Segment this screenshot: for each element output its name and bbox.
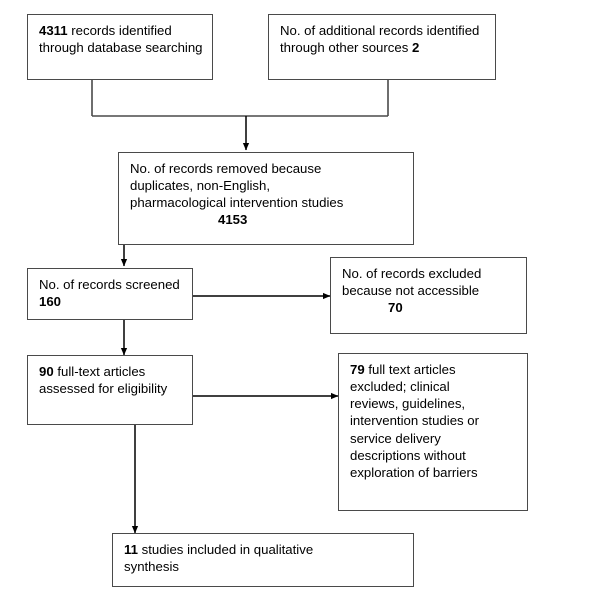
studies-included-count: 11 — [124, 542, 138, 557]
node-records-screened: No. of records screened 160 — [27, 268, 193, 320]
records-excluded-line2: because not accessible — [342, 283, 480, 299]
other-sources-count: 2 — [411, 40, 420, 56]
records-screened-count: 160 — [39, 294, 62, 310]
fulltext-excluded-text: full text articles excluded; clinical re… — [350, 362, 480, 480]
node-database-search: 4311 records identified through database… — [27, 14, 213, 80]
records-removed-line3: pharmacological intervention studies — [130, 195, 344, 211]
database-search-count: 4311 — [39, 23, 68, 38]
studies-included-text: studies included in qualitative synthesi… — [124, 542, 314, 575]
records-excluded-count: 70 — [388, 300, 403, 316]
records-excluded-line1: No. of records excluded — [342, 266, 482, 281]
node-other-sources: No. of additional records identified thr… — [268, 14, 496, 80]
fulltext-assessed-count: 90 — [39, 364, 54, 379]
other-sources-line2: through other sources — [280, 40, 412, 56]
fulltext-assessed-text: full-text articles assessed for eligibil… — [39, 364, 168, 397]
records-removed-line2: duplicates, non-English, — [130, 178, 271, 194]
node-records-removed: No. of records removed because duplicate… — [118, 152, 414, 245]
records-screened-line1: No. of records screened — [39, 277, 180, 292]
node-studies-included: 11 studies included in qualitative synth… — [112, 533, 414, 587]
records-removed-count: 4153 — [218, 212, 248, 228]
node-fulltext-assessed: 90 full-text articles assessed for eligi… — [27, 355, 193, 425]
database-search-text: records identified through database sear… — [39, 23, 203, 56]
records-removed-line1: No. of records removed because — [130, 161, 322, 176]
other-sources-line1: No. of additional records identified — [280, 23, 480, 38]
node-records-excluded: No. of records excluded because not acce… — [330, 257, 527, 334]
node-fulltext-excluded: 79 full text articles excluded; clinical… — [338, 353, 528, 511]
fulltext-excluded-count: 79 — [350, 362, 365, 377]
